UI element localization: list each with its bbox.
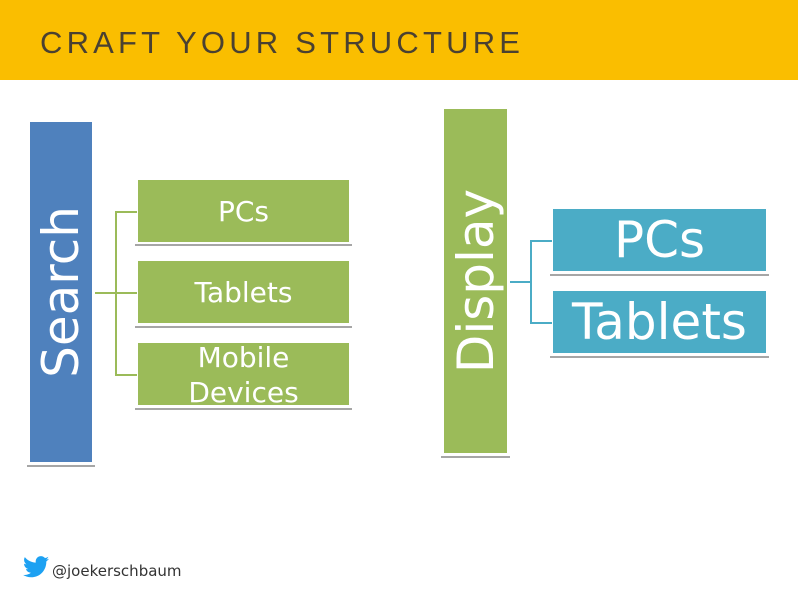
slide-title: CRAFT YOUR STRUCTURE [40, 25, 525, 60]
display-root-shadow [441, 456, 510, 458]
twitter-handle: @joekerschbaum [52, 562, 182, 580]
display-child-pcs-shadow [550, 274, 769, 276]
search-child-pcs: PCs [138, 180, 349, 242]
search-connector-branch-1 [115, 211, 137, 213]
search-child-tablets-shadow [135, 326, 352, 328]
display-child-pcs-label: PCs [613, 211, 706, 269]
display-connector-spine [530, 240, 532, 324]
search-child-tablets-label: Tablets [194, 275, 293, 309]
search-child-mobile-devices: Mobile Devices [138, 343, 349, 405]
search-root-label: Search [32, 206, 90, 378]
display-child-tablets: Tablets [553, 291, 766, 353]
display-root-bar: Display [444, 109, 507, 453]
search-child-pcs-label: PCs [217, 194, 270, 228]
display-child-tablets-shadow [550, 356, 769, 358]
display-root-label: Display [446, 188, 505, 374]
search-root-bar: Search [30, 122, 92, 462]
twitter-bird-icon [23, 556, 49, 578]
search-child-mobile-label-line2: Devices [188, 376, 299, 405]
display-child-tablets-label: Tablets [572, 293, 747, 351]
display-connector-branch-1 [530, 240, 552, 242]
search-connector-trunk [95, 292, 116, 294]
search-child-pcs-shadow [135, 244, 352, 246]
search-connector-branch-2 [115, 292, 137, 294]
search-child-mobile-shadow [135, 408, 352, 410]
display-child-pcs: PCs [553, 209, 766, 271]
title-bar: CRAFT YOUR STRUCTURE [0, 0, 798, 80]
search-root-shadow [27, 465, 95, 467]
display-connector-trunk [510, 281, 531, 283]
display-connector-branch-2 [530, 322, 552, 324]
search-child-tablets: Tablets [138, 261, 349, 323]
search-connector-branch-3 [115, 374, 137, 376]
search-child-mobile-label-line1: Mobile [197, 343, 290, 374]
